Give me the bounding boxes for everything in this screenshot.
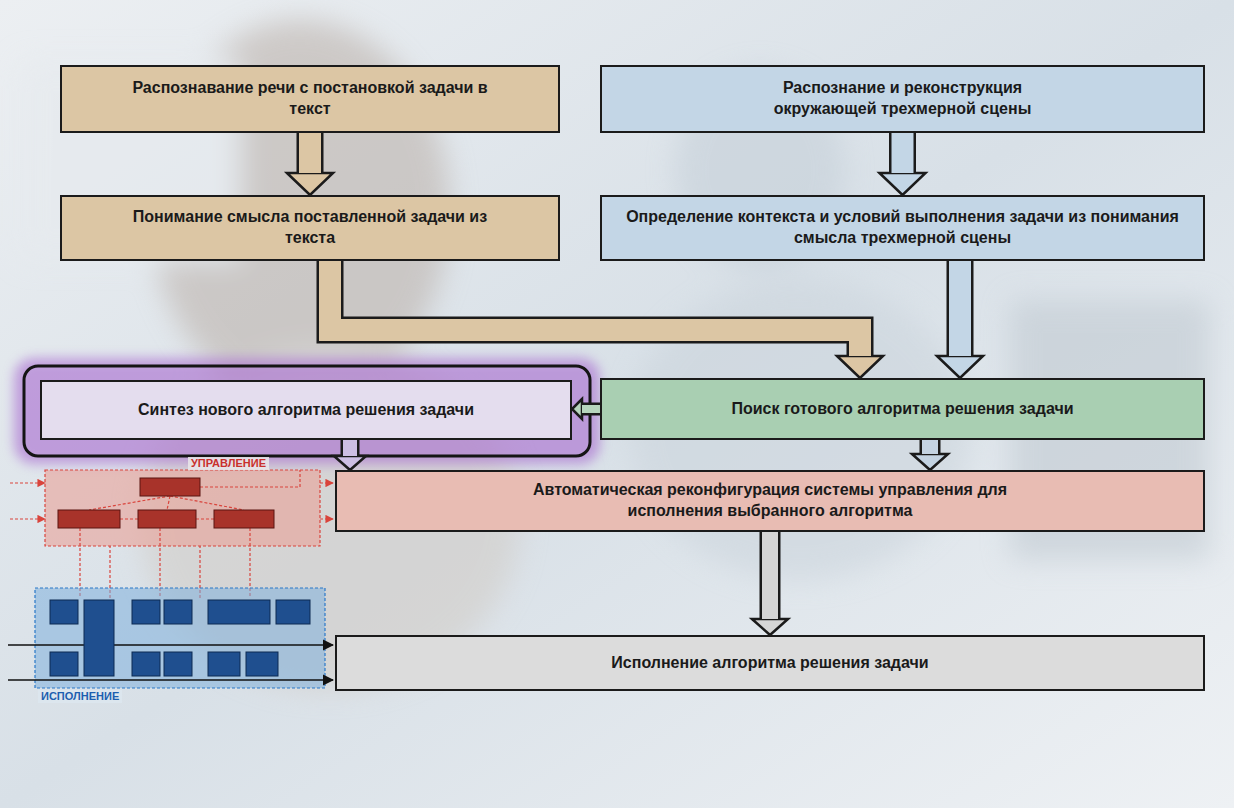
box-text: Распознание и реконструкция окружающей т…: [733, 78, 1073, 120]
control-wire: [196, 518, 214, 519]
arrow-outline: [920, 440, 941, 454]
control-wire: [120, 518, 138, 519]
control-scheme: [10, 470, 333, 598]
arrow-head: [837, 356, 883, 378]
arrow-head: [572, 399, 582, 419]
arrow-shaft: [582, 405, 600, 413]
arrow-head: [937, 356, 983, 378]
arrow-shaft: [892, 133, 914, 173]
box-text: Определение контекста и условий выполнен…: [623, 207, 1183, 249]
arrow-shaft: [299, 133, 321, 173]
region-label: ИСПОЛНЕНИЕ: [38, 690, 122, 703]
flow-arrow: [287, 133, 333, 195]
region-label: УПРАВЛЕНИЕ: [188, 457, 269, 470]
execution-block: [246, 652, 278, 676]
arrow-shaft: [330, 261, 860, 356]
control-wire: [170, 496, 244, 510]
box-text: Синтез нового алгоритма решения задачи: [138, 400, 474, 421]
flow-arrow: [572, 399, 600, 419]
execution-block: [50, 600, 78, 624]
execution-block: [276, 600, 310, 624]
arrow-head: [880, 173, 926, 195]
control-block: [214, 510, 274, 528]
flow-arrow: [752, 532, 788, 635]
arrow-shaft: [949, 261, 971, 356]
execution-block: [132, 652, 160, 676]
execution-block: [208, 600, 270, 624]
control-block: [58, 510, 120, 528]
execution-signal: [8, 679, 333, 681]
arrow-head: [912, 454, 948, 470]
box-text: Распознавание речи с постановкой задачи …: [110, 78, 510, 120]
arrow-shaft: [762, 532, 778, 619]
arrow-outline: [947, 261, 974, 356]
photo-figures: [20, 20, 1210, 690]
control-block: [140, 478, 200, 496]
arrow-head: [287, 173, 333, 195]
execution-block: [84, 600, 114, 676]
arrow-shaft: [343, 440, 357, 456]
box-text: Понимание смысла поставленной задачи из …: [125, 207, 495, 249]
arrow-outline: [582, 403, 600, 416]
process-box: Автоматическая реконфигурация системы уп…: [335, 470, 1205, 532]
arrow-outline: [341, 440, 360, 456]
control-wire: [89, 496, 170, 510]
control-output: [320, 482, 333, 483]
process-box: Синтез нового алгоритма решения задачи: [40, 380, 572, 440]
arrow-head: [752, 619, 788, 635]
execution-scheme: [8, 588, 333, 688]
control-input: [10, 482, 45, 483]
highlight-frame: [24, 366, 590, 456]
arrow-outline: [297, 133, 324, 173]
flow-arrow: [334, 440, 366, 470]
arrow-outline: [889, 133, 916, 173]
execution-block: [164, 600, 192, 624]
arrow-outline: [330, 261, 860, 356]
flow-arrow: [912, 440, 948, 470]
process-box: Распознавание речи с постановкой задачи …: [60, 65, 560, 133]
execution-block: [164, 652, 192, 676]
execution-signal: [8, 644, 333, 646]
execution-blocks: [50, 600, 310, 676]
arrow-shaft: [922, 440, 938, 454]
execution-region: [35, 588, 325, 688]
execution-block: [50, 652, 78, 676]
process-box: Поиск готового алгоритма решения задачи: [600, 378, 1205, 440]
process-box: Исполнение алгоритма решения задачи: [335, 635, 1205, 691]
control-block: [138, 510, 196, 528]
flow-arrow: [330, 261, 883, 378]
flow-arrow: [937, 261, 983, 378]
control-output: [320, 518, 333, 519]
highlight-glow: [14, 358, 600, 464]
box-text: Поиск готового алгоритма решения задачи: [731, 399, 1073, 420]
arrow-outline: [760, 532, 781, 619]
process-box: Определение контекста и условий выполнен…: [600, 195, 1205, 261]
control-wires: [10, 470, 333, 598]
control-wire: [167, 496, 170, 510]
execution-block: [132, 600, 160, 624]
execution-block: [208, 652, 240, 676]
control-wire: [200, 470, 300, 487]
arrow-head: [334, 456, 366, 470]
control-input: [10, 518, 45, 519]
box-text: Автоматическая реконфигурация системы уп…: [520, 480, 1020, 522]
process-box: Понимание смысла поставленной задачи из …: [60, 195, 560, 261]
box-text: Исполнение алгоритма решения задачи: [611, 653, 928, 674]
process-box: Распознание и реконструкция окружающей т…: [600, 65, 1205, 133]
control-region: [45, 470, 320, 546]
flow-arrow: [880, 133, 926, 195]
